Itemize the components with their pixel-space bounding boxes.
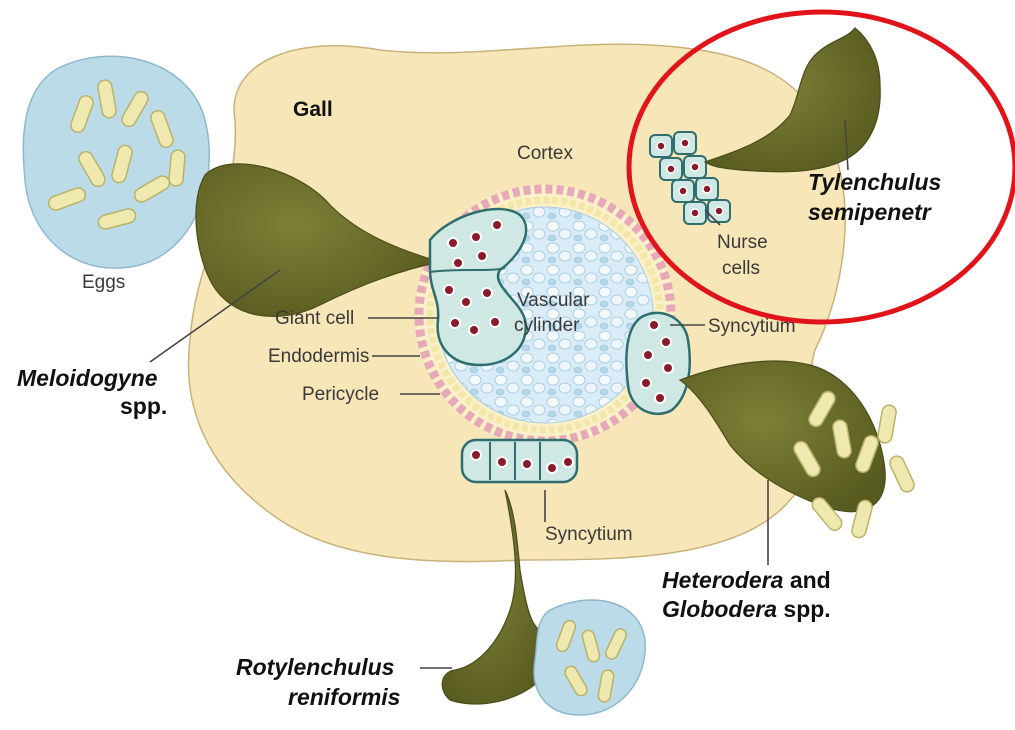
label-vascular-2: cylinder — [514, 315, 580, 336]
egg-mass-bottom — [534, 600, 645, 715]
label-nurse-1: Nurse — [717, 232, 768, 253]
label-gall: Gall — [293, 98, 333, 121]
label-eggs: Eggs — [82, 272, 125, 293]
label-heterodera: Heterodera and — [662, 567, 831, 593]
syncytium-right-cells — [626, 313, 689, 414]
label-rotylenchulus-2: reniformis — [288, 684, 400, 710]
label-globodera: Globodera spp. — [662, 596, 831, 622]
label-giant-cell: Giant cell — [275, 308, 354, 329]
label-tylenchulus-1: Tylenchulus — [808, 169, 941, 195]
label-nurse-2: cells — [722, 258, 760, 279]
label-syncytium-bottom: Syncytium — [545, 524, 633, 545]
label-vascular-1: Vascular — [517, 290, 590, 311]
label-rotylenchulus-1: Rotylenchulus — [236, 654, 394, 680]
egg-mass-left — [23, 56, 209, 268]
label-cortex: Cortex — [517, 143, 573, 164]
label-meloidogyne-2: spp. — [120, 393, 167, 419]
syncytium-bottom-cells — [462, 440, 577, 482]
label-endodermis: Endodermis — [268, 346, 369, 367]
label-tylenchulus-2: semipenetr — [808, 199, 932, 225]
label-meloidogyne-1: Meloidogyne — [17, 365, 158, 391]
label-pericycle: Pericycle — [302, 384, 379, 405]
